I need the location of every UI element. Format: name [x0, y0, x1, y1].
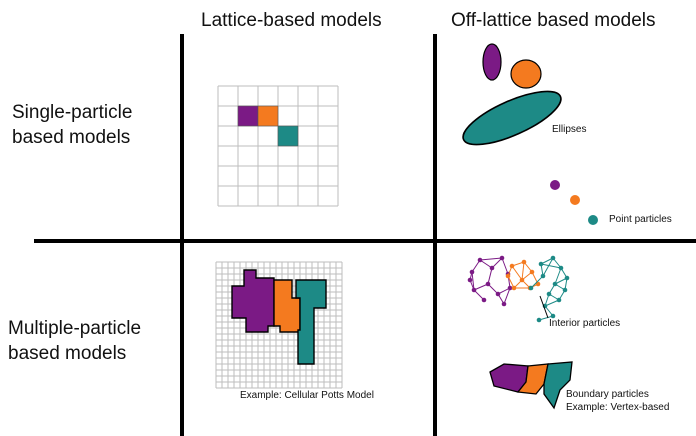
- interior-particle: [505, 273, 511, 279]
- orange-point-particle: [570, 195, 580, 205]
- interior-particles-network: [467, 255, 570, 323]
- interior-particle: [501, 301, 507, 307]
- interior-particle: [536, 317, 542, 323]
- teal-point-particle: [588, 215, 598, 225]
- interior-particle: [471, 287, 477, 293]
- interior-particle: [485, 281, 491, 287]
- interior-particle: [495, 291, 501, 297]
- cpm-purple-cell: [231, 269, 275, 333]
- off-lattice-column-header: Off-lattice based models: [451, 10, 656, 31]
- orange-lattice-site: [257, 105, 279, 127]
- vertex-based-example-label: Example: Vertex-based: [566, 402, 670, 413]
- horizontal-divider: [34, 239, 696, 243]
- interior-particle: [499, 255, 505, 261]
- orange-ellipse: [510, 59, 542, 89]
- point-particles-label: Point particles: [609, 214, 672, 225]
- interior-particle: [562, 287, 568, 293]
- interior-particle: [507, 285, 513, 291]
- interior-particle: [481, 297, 487, 303]
- interior-particle: [477, 257, 483, 263]
- network-edge: [542, 257, 554, 277]
- network-edge: [538, 315, 554, 321]
- interior-particle: [509, 263, 515, 269]
- interior-particles-label: Interior particles: [549, 318, 621, 329]
- network-edge: [540, 263, 562, 269]
- network-edge: [530, 275, 544, 289]
- network-edge: [471, 271, 475, 291]
- boundary-particles-label: Boundary particles: [566, 389, 649, 400]
- ellipses-label: Ellipses: [552, 124, 587, 135]
- interior-particle: [511, 285, 517, 291]
- interior-particle: [558, 265, 564, 271]
- interior-particle: [540, 273, 546, 279]
- network-edge: [473, 283, 489, 291]
- interior-particles-leader-line: [539, 295, 549, 319]
- interior-particle: [521, 259, 527, 265]
- network-edge: [554, 267, 562, 285]
- interior-particle: [469, 269, 475, 275]
- network-edge: [487, 267, 493, 285]
- network-edge: [503, 287, 511, 305]
- vertical-divider-right: [433, 34, 437, 436]
- multiple-particle-label-line2: based models: [8, 343, 127, 364]
- network-edge: [471, 259, 481, 273]
- interior-particle: [519, 277, 525, 283]
- interior-particle: [564, 275, 570, 281]
- network-edge: [501, 257, 509, 275]
- network-edge: [473, 289, 485, 301]
- purple-lattice-site: [237, 105, 259, 127]
- purple-ellipse: [482, 43, 502, 81]
- network-edge: [511, 265, 523, 281]
- interior-particle: [529, 269, 535, 275]
- network-edge: [479, 259, 493, 269]
- single-particle-label-line1: Single-particle: [12, 102, 133, 123]
- interior-particle: [550, 255, 556, 261]
- network-edge: [491, 257, 503, 269]
- interior-particle: [538, 261, 544, 267]
- multiple-particle-label-line1: Multiple-particle: [8, 318, 142, 339]
- interior-particle: [489, 265, 495, 271]
- vertical-divider-left: [180, 34, 184, 436]
- lattice-column-header: Lattice-based models: [201, 10, 382, 31]
- vertex-teal-cell: [543, 361, 573, 410]
- single-particle-row-label: Single-particle based models: [12, 100, 132, 150]
- interior-particle: [556, 297, 562, 303]
- network-edge: [487, 283, 499, 295]
- network-edge: [479, 257, 503, 261]
- interior-particle: [550, 313, 556, 319]
- network-edge: [544, 299, 560, 307]
- cellular-potts-example-label: Example: Cellular Potts Model: [240, 390, 374, 401]
- single-particle-lattice-grid: [217, 85, 339, 207]
- teal-lattice-site: [277, 125, 299, 147]
- interior-particle: [467, 277, 473, 283]
- interior-particle: [528, 285, 534, 291]
- network-edge: [521, 261, 525, 281]
- interior-particle: [552, 281, 558, 287]
- teal-ellipse: [462, 90, 562, 146]
- multiple-particle-row-label: Multiple-particle based models: [8, 316, 141, 366]
- purple-point-particle: [550, 180, 560, 190]
- cpm-teal-cell: [295, 279, 327, 365]
- single-particle-label-line2: based models: [12, 127, 131, 148]
- interior-particle: [546, 291, 552, 297]
